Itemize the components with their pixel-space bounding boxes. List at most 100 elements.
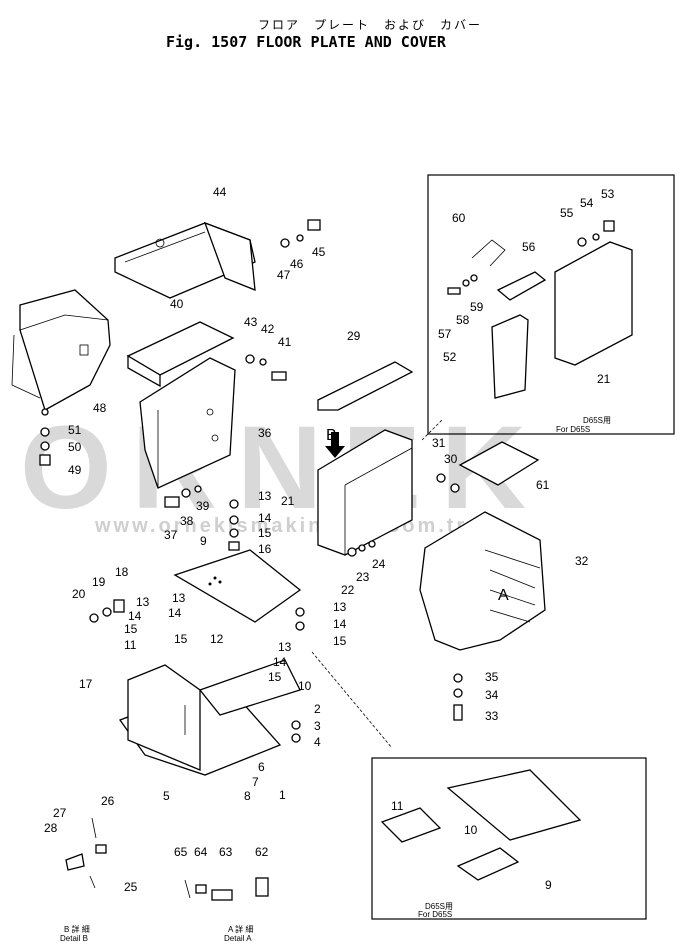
detail-note-bottom-jp: D65S用 [425, 902, 453, 911]
callout-part-51: 51 [68, 423, 82, 437]
callout-part-62: 62 [255, 845, 269, 859]
callout-part-24: 24 [372, 557, 386, 571]
detail-b-jp: B 詳 細 [64, 924, 90, 934]
callout-part-50: 50 [68, 440, 82, 454]
callout-part-56: 56 [522, 240, 536, 254]
callout-part-59: 59 [470, 300, 484, 314]
callout-part-30: 30 [444, 452, 458, 466]
page-title: Fig. 1507 FLOOR PLATE AND COVER [166, 33, 447, 51]
callout-part-53: 53 [601, 187, 615, 201]
title-japanese: フロア プレート および カバー [258, 18, 482, 32]
part-console-cover: B [317, 427, 413, 556]
callout-part-14: 14 [333, 617, 347, 631]
callout-part-3: 3 [314, 719, 321, 733]
callout-part-27: 27 [53, 806, 67, 820]
view-marker-b: B [326, 427, 337, 444]
callout-part-8: 8 [244, 789, 251, 803]
arrow-b-marker [325, 432, 345, 458]
callout-part-22: 22 [341, 583, 355, 597]
callout-part-14: 14 [273, 655, 287, 669]
callout-part-36: 36 [258, 426, 272, 440]
callout-part-54: 54 [580, 196, 594, 210]
detail-bottom-parts [380, 769, 582, 881]
detail-b: Detail B [60, 934, 88, 943]
callout-part-28: 28 [44, 821, 58, 835]
callout-part-23: 23 [356, 570, 370, 584]
callout-part-15: 15 [258, 526, 272, 540]
callout-part-48: 48 [93, 401, 107, 415]
callout-part-15: 15 [268, 670, 282, 684]
callout-part-11: 11 [124, 638, 137, 652]
callout-part-20: 20 [72, 587, 86, 601]
part-side-guard [11, 289, 111, 411]
callout-part-13: 13 [333, 600, 347, 614]
callout-part-11: 11 [391, 799, 404, 813]
watermark-brand: ORNEK [20, 402, 546, 534]
callout-part-1: 1 [279, 788, 286, 802]
part-plate-29 [317, 361, 414, 411]
callout-part-15: 15 [174, 632, 188, 646]
callout-part-12: 12 [210, 632, 224, 646]
callout-part-4: 4 [314, 735, 321, 749]
callout-part-52: 52 [443, 350, 457, 364]
callout-part-57: 57 [438, 327, 452, 341]
part-control-box [126, 321, 236, 489]
callout-part-13: 13 [278, 640, 292, 654]
callout-part-6: 6 [258, 760, 265, 774]
callout-part-14: 14 [258, 511, 272, 525]
callout-part-61: 61 [536, 478, 550, 492]
callout-part-14: 14 [168, 606, 182, 620]
callout-part-31: 31 [432, 436, 446, 450]
view-marker-a: A [498, 587, 509, 604]
callout-part-63: 63 [219, 845, 233, 859]
detail-note-top-jp: D65S用 [583, 416, 611, 425]
callout-part-5: 5 [163, 789, 170, 803]
callout-part-58: 58 [456, 313, 470, 327]
callout-part-55: 55 [560, 206, 574, 220]
detail-top-parts [447, 220, 633, 399]
callout-part-43: 43 [244, 315, 258, 329]
callout-part-15: 15 [124, 622, 138, 636]
fasteners [39, 219, 463, 743]
callout-part-13: 13 [172, 591, 186, 605]
callout-part-9: 9 [200, 534, 207, 548]
callout-part-18: 18 [115, 565, 129, 579]
part-floor-frame [118, 659, 301, 776]
detail-box-top [427, 174, 675, 435]
detail-small-parts [65, 817, 269, 901]
callout-part-44: 44 [213, 185, 227, 199]
callout-part-39: 39 [196, 499, 210, 513]
callout-part-33: 33 [485, 709, 499, 723]
detail-note-bottom: For D65S [418, 910, 452, 919]
callout-part-7: 7 [252, 775, 259, 789]
callout-part-49: 49 [68, 463, 82, 477]
callout-part-64: 64 [194, 845, 208, 859]
part-floor-plate [173, 549, 302, 623]
callout-part-37: 37 [164, 528, 178, 542]
callout-part-13: 13 [136, 595, 150, 609]
callout-part-21: 21 [597, 372, 611, 386]
callout-part-35: 35 [485, 670, 499, 684]
callout-part-16: 16 [258, 542, 272, 556]
callout-part-29: 29 [347, 329, 361, 343]
callout-part-47: 47 [277, 268, 291, 282]
callout-part-38: 38 [180, 514, 194, 528]
callout-part-60: 60 [452, 211, 466, 225]
callout-part-26: 26 [101, 794, 115, 808]
callout-part-45: 45 [312, 245, 326, 259]
callout-part-34: 34 [485, 688, 499, 702]
detail-a: Detail A [224, 934, 252, 943]
callout-part-9: 9 [545, 878, 552, 892]
callout-part-15: 15 [333, 634, 347, 648]
callout-part-17: 17 [79, 677, 93, 691]
callout-part-46: 46 [290, 257, 304, 271]
callout-part-14: 14 [128, 609, 142, 623]
leader-bottom-detail [311, 651, 393, 749]
callout-part-13: 13 [258, 489, 272, 503]
callout-part-65: 65 [174, 845, 188, 859]
callout-part-40: 40 [170, 297, 184, 311]
callout-part-41: 41 [278, 335, 292, 349]
part-seat-housing: A [419, 511, 546, 651]
